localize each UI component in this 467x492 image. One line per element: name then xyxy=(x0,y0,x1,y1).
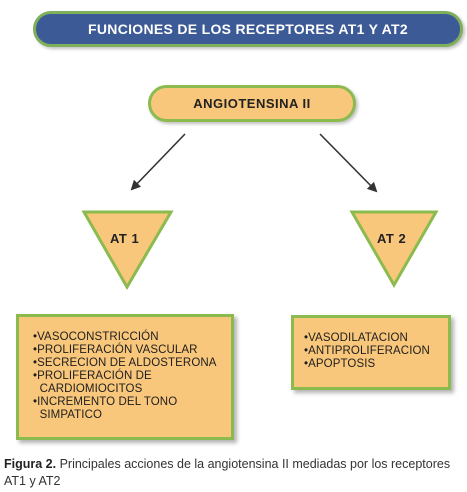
at1-function-item: •INCREMENTO DEL TONO xyxy=(33,396,178,408)
title-banner: FUNCIONES DE LOS RECEPTORES AT1 Y AT2 xyxy=(33,11,463,47)
at1-function-item: CARDIOMIOCITOS xyxy=(33,383,143,395)
at2-functions-box: •VASODILATACION •ANTIPROLIFERACION •APOP… xyxy=(291,315,451,390)
figure-caption-text: Principales acciones de la angiotensina … xyxy=(4,457,451,488)
angiotensin-label: ANGIOTENSINA II xyxy=(193,96,311,111)
at1-function-item: •SECRECION DE ALDOSTERONA xyxy=(33,357,217,369)
figure-label: Figura 2. xyxy=(4,457,57,471)
angiotensin-node: ANGIOTENSINA II xyxy=(148,85,356,122)
at1-functions-box: •VASOCONSTRICCIÓN •PROLIFERACIÓN VASCULA… xyxy=(16,314,234,440)
at1-functions-list: •VASOCONSTRICCIÓN •PROLIFERACIÓN VASCULA… xyxy=(33,331,223,422)
at2-functions-list: •VASODILATACION •ANTIPROLIFERACION •APOP… xyxy=(304,332,442,371)
at1-triangle xyxy=(81,210,174,290)
diagram-title: FUNCIONES DE LOS RECEPTORES AT1 Y AT2 xyxy=(88,21,408,37)
arrow-to-at2 xyxy=(319,133,378,193)
at2-function-item: •VASODILATACION xyxy=(304,332,408,344)
at1-function-item: SIMPATICO xyxy=(33,409,103,421)
at2-label: AT 2 xyxy=(377,231,407,246)
at1-function-item: •PROLIFERACIÓN VASCULAR xyxy=(33,344,198,356)
at2-triangle xyxy=(349,210,439,289)
at1-function-item: •VASOCONSTRICCIÓN xyxy=(33,331,159,343)
at2-function-item: •ANTIPROLIFERACION xyxy=(304,345,430,357)
at1-label: AT 1 xyxy=(110,231,140,246)
at2-function-item: •APOPTOSIS xyxy=(304,358,376,370)
at1-function-item: •PROLIFERACIÓN DE xyxy=(33,370,152,382)
arrow-to-at1 xyxy=(130,133,186,191)
figure-caption: Figura 2. Principales acciones de la ang… xyxy=(4,456,464,490)
